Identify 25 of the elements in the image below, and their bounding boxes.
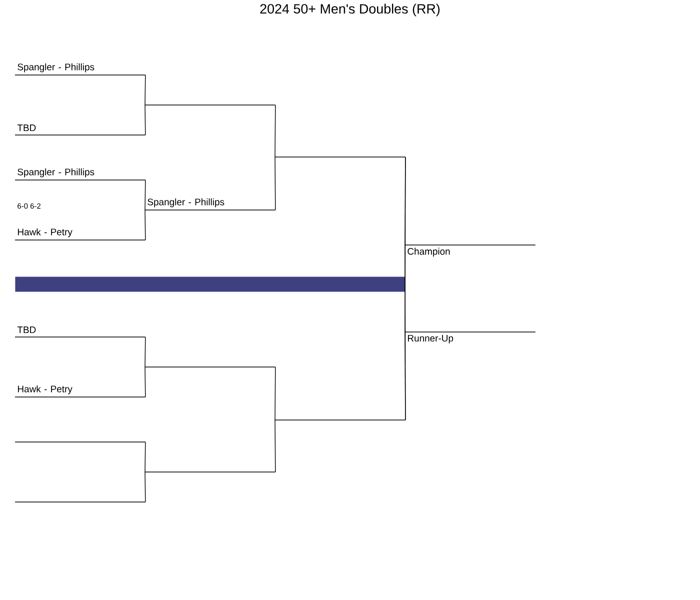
bracket-line <box>404 332 406 420</box>
bracket-line <box>274 104 276 158</box>
bracket-line <box>274 156 276 210</box>
bracket-line <box>144 210 146 240</box>
bracket-slot: Spangler - Phillips <box>14 63 146 76</box>
bracket-line <box>274 366 276 420</box>
bracket-slot: Hawk - Petry <box>14 228 146 240</box>
bracket-slot: Runner-Up <box>404 332 536 344</box>
bracket-slot: Spangler - Phillips <box>144 198 276 210</box>
bracket-line <box>144 104 146 136</box>
bracket-line <box>144 180 146 210</box>
title: 2024 50+ Men's Doubles (RR) <box>260 4 440 16</box>
bracket-line <box>144 442 146 472</box>
bracket-slot: Hawk - Petry <box>14 385 146 398</box>
bracket-line <box>144 336 146 368</box>
bracket-line <box>144 366 146 398</box>
bracket-slot: Spangler - Phillips <box>14 168 146 180</box>
bracket-line <box>274 420 276 472</box>
bracket-line <box>144 74 146 106</box>
bracket-slot: TBD <box>14 326 146 338</box>
bracket-slot: Champion <box>404 244 536 257</box>
divider-bar <box>15 276 406 292</box>
bracket-line <box>404 156 406 332</box>
bracket-line <box>144 472 146 502</box>
bracket-slot: TBD <box>14 124 146 136</box>
